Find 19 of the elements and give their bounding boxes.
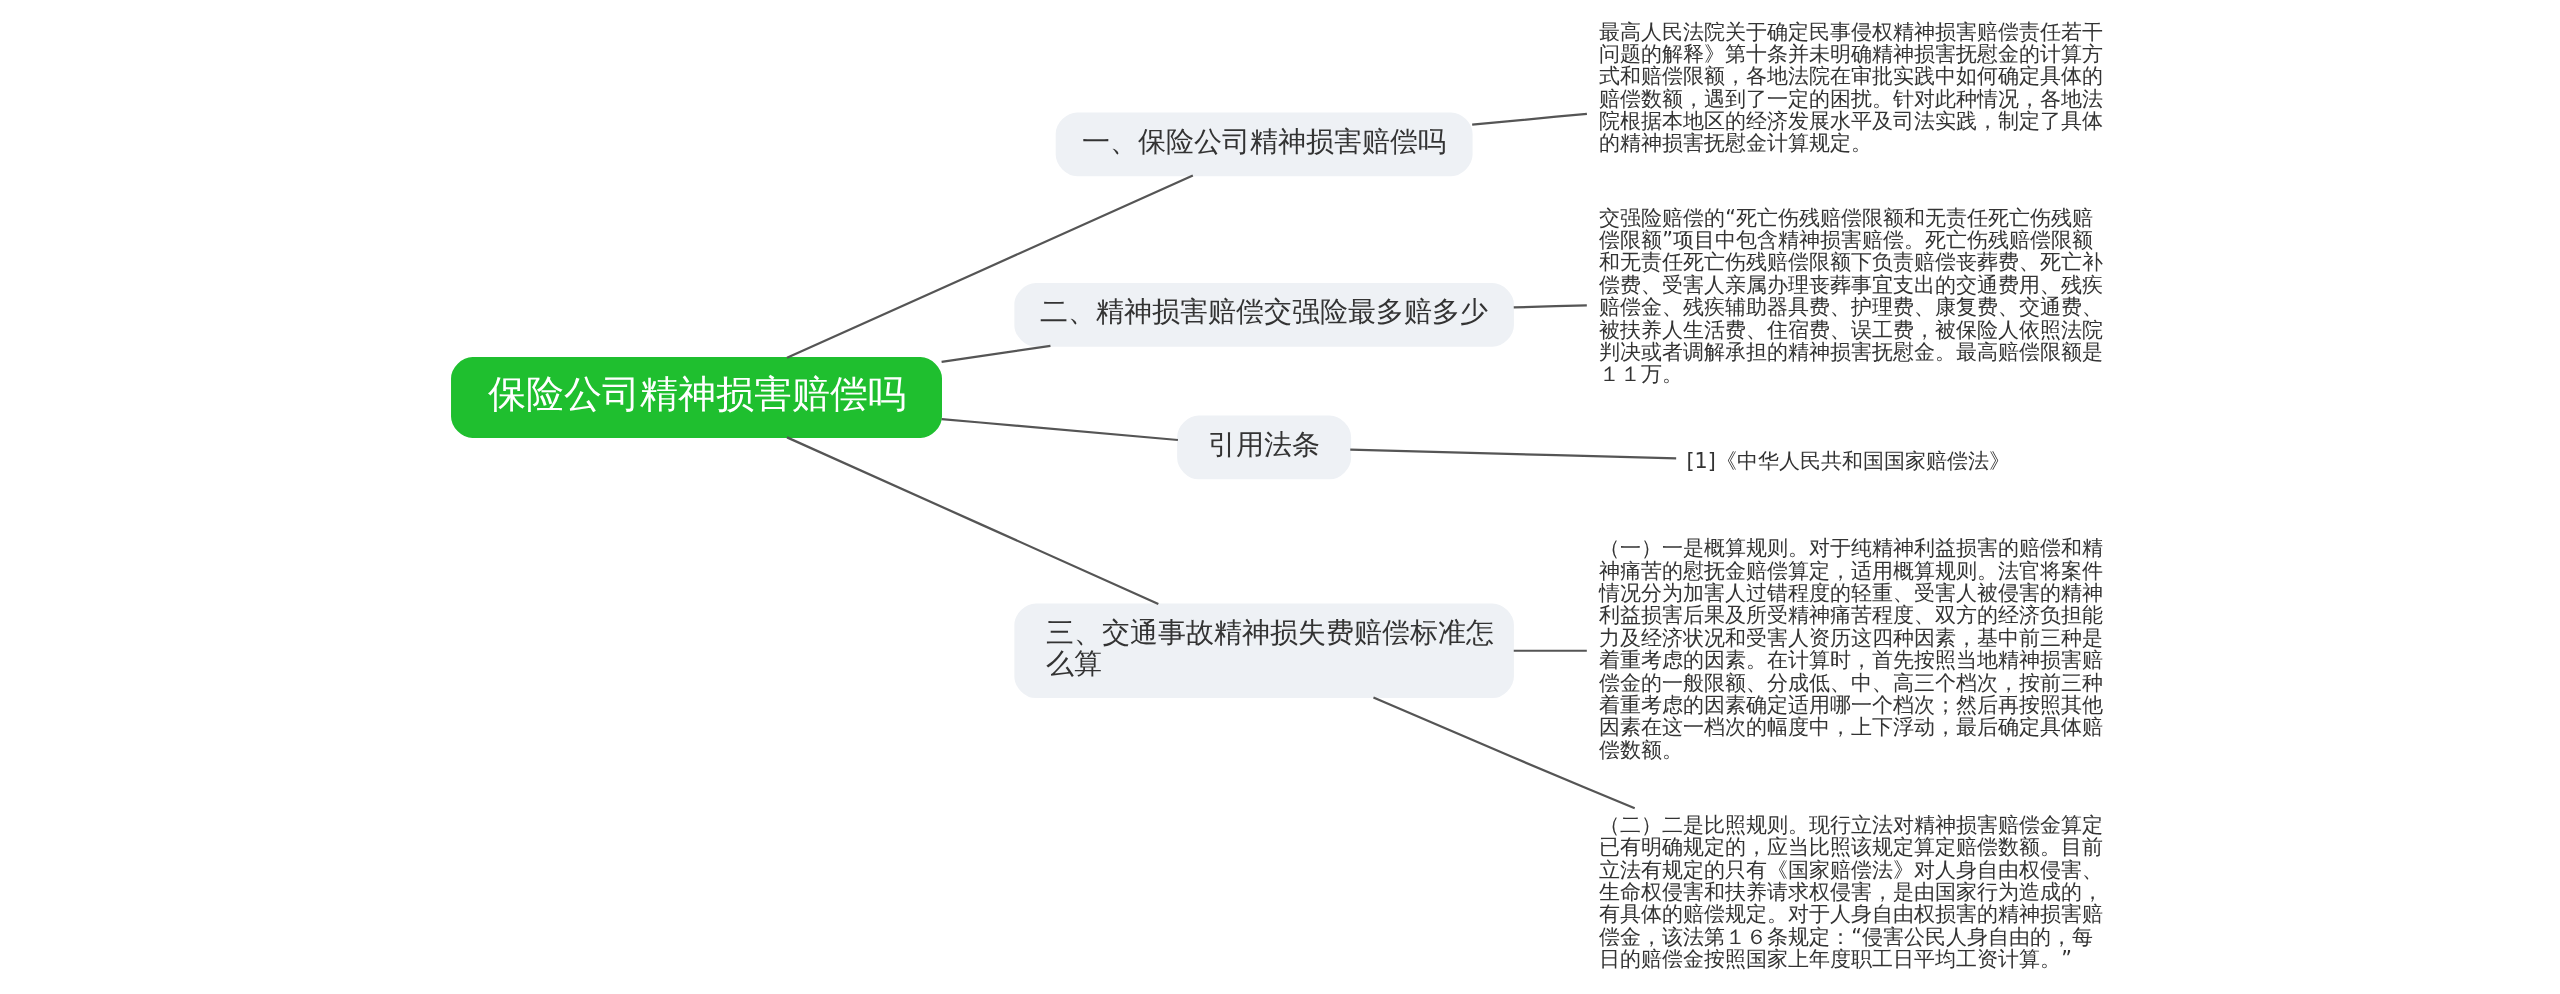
node-box: 三、交通事故精神损失费赔偿标准怎么算 — [1013, 603, 1514, 699]
node-text: （二）二是比照规则。现行立法对精神损害赔偿金算定已有明确规定的，应当比照该规定算定赔偿数额。目前立法有规定的只有《国家赔偿法》对人身自由权侵害、生命权侵害和扶养请求权侵害，是由国家行为造成的，有具体的赔偿规定。对于人身自由权损害的精神损害赔偿金，该法第１６条规定：“侵害公民人身自由的，每日的赔偿金按照国家上年度职工日平均工资计算。” — [1598, 812, 2103, 972]
node-box: 保险公司精神损害赔偿吗 — [450, 357, 942, 438]
connector — [1471, 112, 1587, 126]
connector — [1349, 448, 1676, 460]
connector — [940, 344, 1051, 363]
connector — [786, 436, 1159, 606]
connector — [1513, 304, 1587, 309]
node-text: 最高人民法院关于确定民事侵权精神损害赔偿责任若干问题的解释》第十条并未明确精神损害抚慰金的计算方式和赔偿限额，各地法院在审批实践中如何确定具体的赔偿数额，遇到了一定的困扰。针对此种情况，各地法院根据本地区的经济发展水平及司法实践，制定了具体的精神损害抚慰金计算规定。 — [1598, 19, 2103, 156]
connector — [1372, 696, 1635, 810]
node-text: [1]《中华人民共和国国家赔偿法》 — [1685, 449, 2010, 474]
node-text: （一）一是概算规则。对于纯精神利益损害的赔偿和精神痛苦的慰抚金赔偿算定，适用概算规则。法官将案件情况分为加害人过错程度的轻重、受害人被侵害的精神利益损害后果及所受精神痛苦程度、双方的经济负担能力及经济状况和受害人资历这四种因素，基中前三种是着重考虑的因素。在计算时，首先按照当地精神损害赔偿金的一般限额、分成低、中、高三个档次，按前三种着重考虑的因素确定适用哪一个档次；然后再按照其他因素在这一档次的幅度中，上下浮动，最后确定具体赔偿数额。 — [1598, 536, 2103, 762]
connector — [1513, 649, 1587, 652]
node-box: 引用法条 — [1176, 415, 1351, 480]
connector — [786, 174, 1193, 359]
node-box: 二、精神损害赔偿交强险最多赔多少 — [1013, 282, 1514, 347]
node-text: 交强险赔偿的“死亡伤残赔偿限额和无责任死亡伤残赔偿限额”项目中包含精神损害赔偿。死亡伤残赔偿限额和无责任死亡伤残赔偿限额下负责赔偿丧葬费、死亡补偿费、受害人亲属办理丧葬事宜支出的交通费用、残疾赔偿金、残疾辅助器具费、护理费、康复费、交通费、被扶养人生活费、住宿费、误工费，被保险人依照法院判决或者调解承担的精神损害抚慰金。最高赔偿限额是１１万。 — [1598, 205, 2103, 387]
connector — [941, 417, 1178, 442]
node-box: 一、保险公司精神损害赔偿吗 — [1055, 112, 1473, 177]
